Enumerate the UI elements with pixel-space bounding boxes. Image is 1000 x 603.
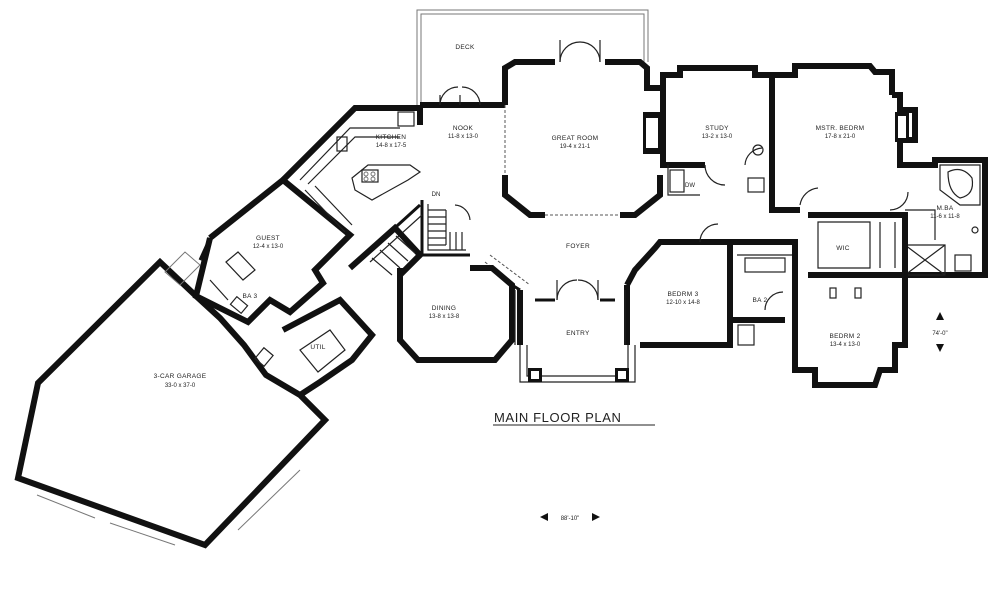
study-label: STUDY [705,125,729,132]
walk-in-closet [808,212,908,278]
entry-label: ENTRY [566,330,590,337]
deck-label: DECK [455,44,475,51]
util-label: UTIL [310,344,325,351]
bedroom-3 [624,223,733,348]
bath-3-label: BA 3 [243,293,258,300]
bath-2 [730,239,798,346]
guest-label: GUEST [256,235,280,242]
width-dimension-marker [540,513,600,521]
garage-label: 3-CAR GARAGE [154,373,207,380]
master-bath-size: 11-6 x 11-8 [930,214,960,220]
bath-2-label: BA 2 [753,297,768,304]
bedroom-2-size: 13-4 x 13-0 [830,342,861,348]
foyer-entry [484,254,636,383]
foyer-label: FOYER [566,243,590,250]
kitchen-size: 14-8 x 17-5 [376,143,407,149]
dw-label: DW [685,183,695,189]
bedroom-2-label: BEDRM 2 [830,333,861,340]
master-suite [769,63,988,278]
nook-label: NOOK [453,125,474,132]
garage-size: 33-0 x 37-0 [165,383,196,389]
stair-down-label: DN [432,192,441,198]
overall-width-label: 88'-10" [561,516,580,522]
master-bath-label: M.BA [936,205,953,212]
guest-wing [192,176,376,398]
kitchen-area [280,86,505,233]
nook-size: 11-8 x 13-0 [448,134,479,140]
guest-size: 12-4 x 13-0 [253,244,284,250]
study [660,65,775,196]
bedroom-3-label: BEDRM 3 [668,291,699,298]
deck [416,9,649,105]
plan-title: MAIN FLOOR PLAN [494,410,621,425]
overall-depth-label: 74'-0" [932,331,947,337]
great-room-label: GREAT ROOM [552,135,599,142]
wic-label: WIC [836,245,850,252]
study-size: 13-2 x 13-0 [702,134,733,140]
depth-dimension-marker [936,312,944,352]
bedroom-2 [792,275,908,388]
bedroom-3-size: 12-10 x 14-8 [666,300,700,306]
great-room-size: 19-4 x 21-1 [560,144,591,150]
dining [397,265,521,363]
master-bedroom-size: 17-8 x 21-0 [825,134,856,140]
great-room [502,40,663,218]
kitchen-label: KITCHEN [376,134,407,141]
dining-label: DINING [432,305,457,312]
master-bedroom-label: MSTR. BEDRM [816,125,865,132]
garage [14,251,330,549]
staircase [348,200,471,278]
dining-size: 13-8 x 13-8 [429,314,460,320]
